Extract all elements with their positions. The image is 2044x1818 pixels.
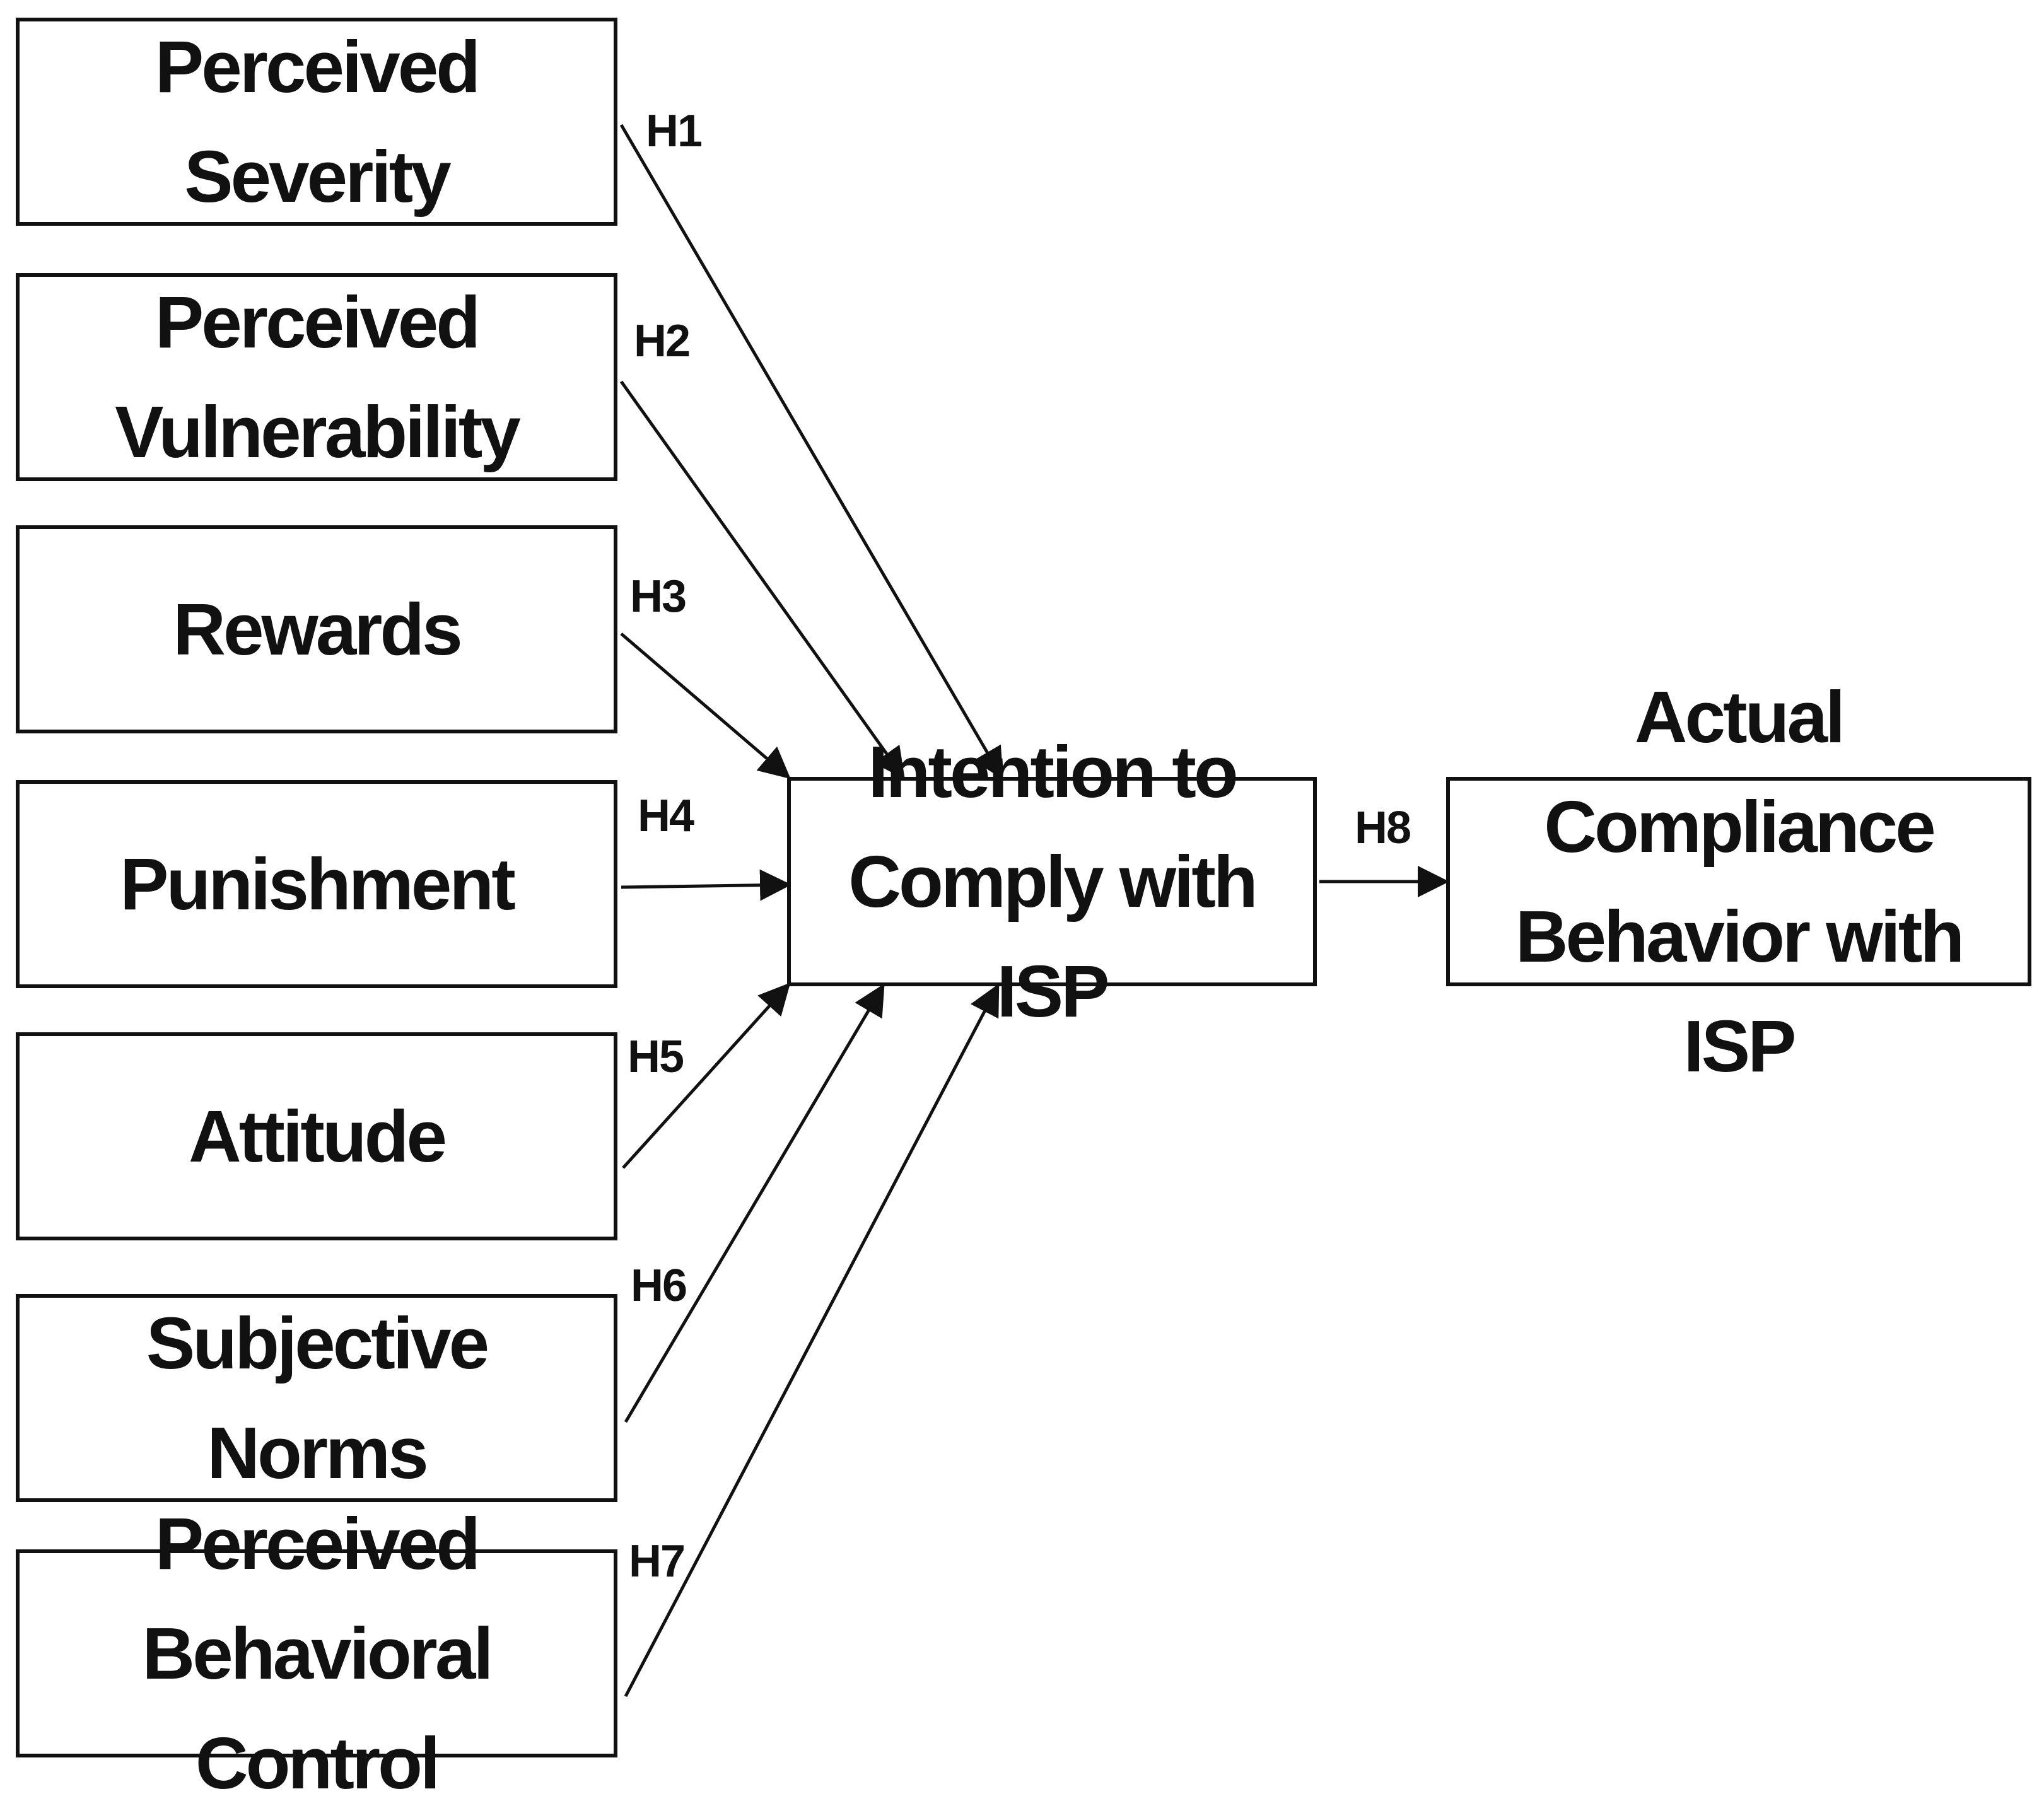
hypothesis-label-h3: H3 bbox=[630, 571, 687, 622]
perceived-vulnerability-label: Perceived Vulnerability bbox=[115, 281, 521, 473]
subjective-norms-box: Subjective Norms bbox=[16, 1294, 617, 1502]
arrow-h2 bbox=[619, 380, 905, 780]
perceived-behavioral-control-box: Perceived Behavioral Control bbox=[16, 1503, 617, 1804]
attitude-box: Attitude bbox=[16, 1032, 617, 1240]
intention-to-comply-box: Intention to Comply with ISP bbox=[787, 731, 1317, 1032]
punishment-box: Punishment bbox=[16, 780, 617, 988]
punishment-label: Punishment bbox=[120, 843, 516, 925]
arrow-h5 bbox=[622, 982, 791, 1169]
hypothesis-label-h7: H7 bbox=[629, 1536, 686, 1587]
intention-to-comply-label: Intention to Comply with ISP bbox=[848, 731, 1258, 1032]
hypothesis-label-h4: H4 bbox=[638, 791, 694, 841]
arrow-h6 bbox=[624, 983, 885, 1423]
rewards-box: Rewards bbox=[16, 525, 617, 733]
hypothesis-label-h1: H1 bbox=[646, 106, 703, 156]
arrow-h7 bbox=[624, 983, 1000, 1698]
rewards-label: Rewards bbox=[173, 588, 463, 670]
arrow-h1 bbox=[619, 124, 1003, 780]
subjective-norms-label: Subjective Norms bbox=[146, 1302, 489, 1494]
attitude-label: Attitude bbox=[188, 1095, 447, 1177]
hypothesis-arrows bbox=[619, 124, 1449, 1698]
actual-compliance-behavior-label: Actual Compliance Behavior with ISP bbox=[1515, 676, 1965, 1087]
hypothesis-label-h8: H8 bbox=[1355, 803, 1411, 853]
perceived-vulnerability-box: Perceived Vulnerability bbox=[16, 273, 617, 481]
arrow-h3 bbox=[620, 632, 791, 779]
actual-compliance-behavior-box: Actual Compliance Behavior with ISP bbox=[1446, 676, 2031, 1087]
perceived-severity-box: Perceived Severity bbox=[16, 18, 617, 226]
arrow-h4 bbox=[621, 869, 791, 901]
hypothesis-label-h6: H6 bbox=[631, 1261, 687, 1311]
perceived-severity-label: Perceived Severity bbox=[155, 26, 481, 218]
hypothesis-label-h2: H2 bbox=[634, 316, 691, 366]
perceived-behavioral-control-label: Perceived Behavioral Control bbox=[142, 1503, 493, 1804]
hypothesis-label-h5: H5 bbox=[628, 1032, 684, 1082]
